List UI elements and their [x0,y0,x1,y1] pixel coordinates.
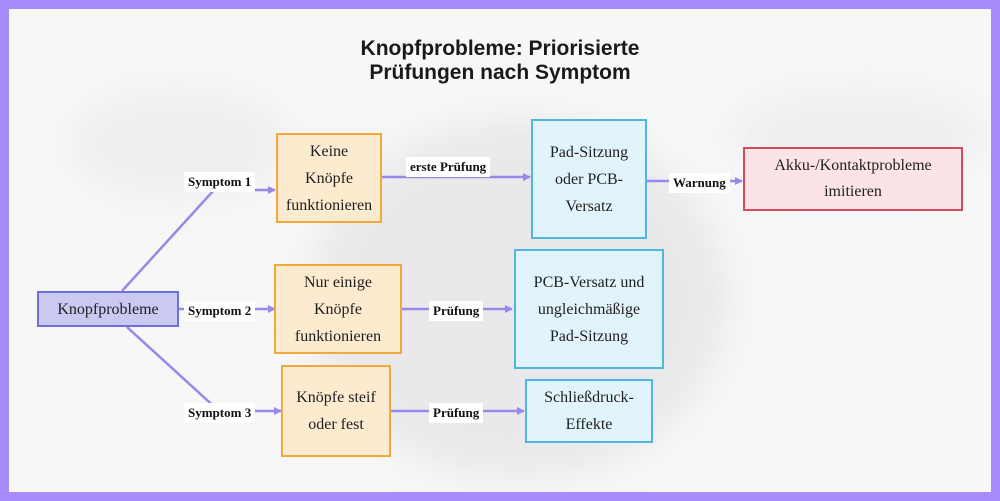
edge-label-symptom-3: Symptom 3 [184,403,255,423]
node-symptom-2: Nur einige Knöpfe funktionieren [274,264,402,354]
edge-root-s1 [122,190,275,291]
node-label: Akku-/Kontaktprobleme imitieren [753,153,953,205]
node-label: Keine Knöpfe funktionieren [286,138,372,219]
edge-label-symptom-1: Symptom 1 [184,172,255,192]
edge-layer [9,9,991,492]
edge-label-symptom-2: Symptom 2 [184,301,255,321]
diagram-canvas: Knopfprobleme: Priorisierte Prüfungen na… [9,9,991,492]
node-label: Schließdruck-Effekte [535,384,643,438]
node-check-1: Pad-Sitzung oder PCB-Versatz [531,119,647,239]
node-label: Nur einige Knöpfe funktionieren [284,269,392,350]
node-label: Pad-Sitzung oder PCB-Versatz [541,139,637,220]
node-knopfprobleme: Knopfprobleme [37,291,179,327]
node-symptom-1: Keine Knöpfe funktionieren [276,133,382,223]
edge-label-check-2: Prüfung [429,301,483,321]
node-warning: Akku-/Kontaktprobleme imitieren [743,147,963,211]
edge-label-check-3: Prüfung [429,403,483,423]
edge-root-s3 [127,327,281,411]
edge-label-warning: Warnung [669,173,730,193]
edge-label-first-check: erste Prüfung [406,157,490,177]
node-label: PCB-Versatz und ungleichmäßige Pad-Sitzu… [524,269,654,350]
node-label: Knöpfe steif oder fest [291,384,381,438]
node-symptom-3: Knöpfe steif oder fest [281,365,391,457]
node-check-2: PCB-Versatz und ungleichmäßige Pad-Sitzu… [514,249,664,369]
node-check-3: Schließdruck-Effekte [525,379,653,443]
node-label: Knopfprobleme [57,296,158,323]
